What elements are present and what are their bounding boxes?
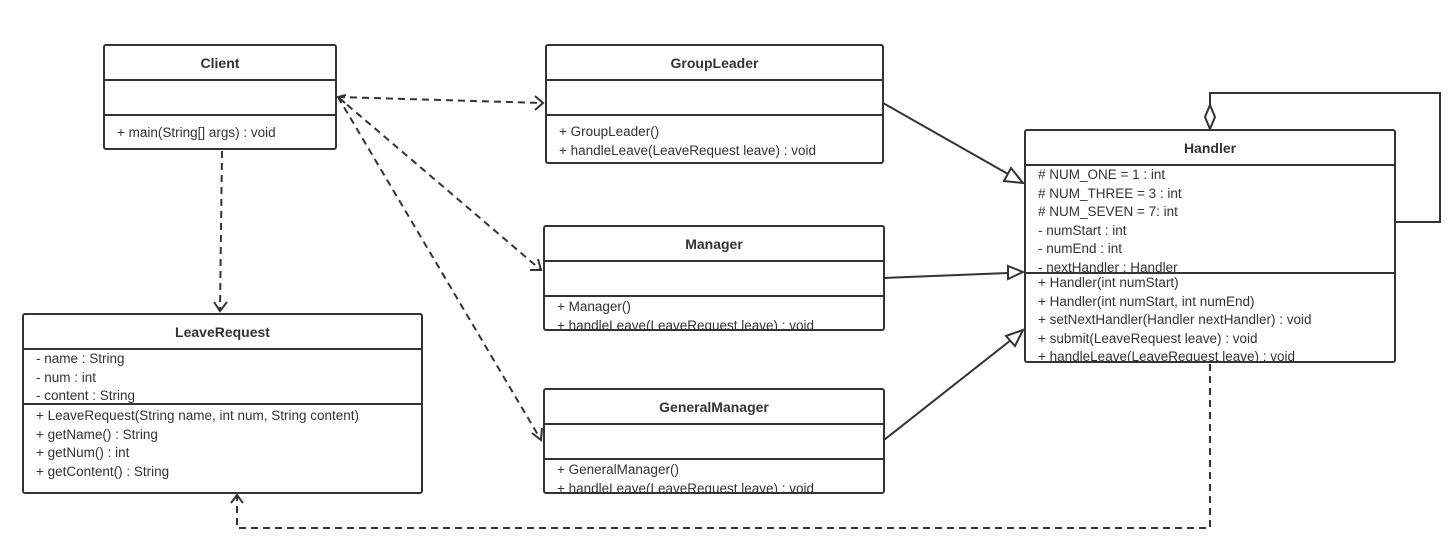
methods: + Handler(int numStart) + Handler(int nu… — [1026, 274, 1394, 361]
attribute: - num : int — [36, 369, 97, 385]
class-generalmanager[interactable]: GeneralManager + GeneralManager() + hand… — [543, 388, 885, 494]
arrowhead-groupleader — [534, 95, 545, 111]
aggregation-diamond-icon — [1203, 102, 1217, 132]
arrowhead-leaverequest — [213, 301, 228, 313]
dep-handler-leaverequest — [236, 364, 1211, 529]
dep-client-manager — [337, 96, 542, 271]
arrowhead-manager — [530, 258, 543, 271]
methods: + GeneralManager() + handleLeave(LeaveRe… — [545, 460, 883, 493]
gen-generalmanager-handler — [883, 339, 1012, 441]
dep-client-leaverequest — [219, 150, 223, 312]
arrowhead-leaverequest-bottom — [230, 493, 244, 504]
attributes: - name : String - num : int - content : … — [24, 350, 421, 405]
method: + submit(LeaveRequest leave) : void — [1038, 330, 1258, 346]
gen-arrowhead-groupleader — [1002, 166, 1026, 185]
method: + handleLeave(LeaveRequest leave) : void — [557, 317, 815, 331]
class-leaverequest[interactable]: LeaveRequest - name : String - num : int… — [22, 313, 423, 494]
attribute: - numEnd : int — [1038, 241, 1123, 256]
class-name: Client — [105, 46, 335, 81]
method: + getName() : String — [36, 426, 158, 442]
method: + getNum() : int — [36, 445, 130, 460]
gen-manager-handler — [883, 272, 1009, 279]
dep-client-generalmanager — [337, 96, 542, 441]
gen-arrowhead-generalmanager — [1004, 328, 1026, 348]
attribute: # NUM_SEVEN = 7: int — [1038, 204, 1178, 219]
attribute: - nextHandler : Handler — [1038, 259, 1178, 274]
attribute: - name : String — [36, 351, 125, 366]
method: + setNextHandler(Handler nextHandler) : … — [1038, 312, 1312, 327]
arrowhead-generalmanager — [531, 427, 543, 442]
gen-groupleader-handler — [882, 102, 1009, 175]
attribute: - numStart : int — [1038, 222, 1127, 238]
class-client[interactable]: Client + main(String[] args) : void — [103, 44, 337, 150]
method: + Handler(int numStart) — [1038, 275, 1179, 290]
attributes: # NUM_ONE = 1 : int # NUM_THREE = 3 : in… — [1026, 166, 1394, 274]
class-handler[interactable]: Handler # NUM_ONE = 1 : int # NUM_THREE … — [1024, 129, 1396, 363]
method: + handleLeave(LeaveRequest leave) : void — [1038, 349, 1296, 361]
class-name: GroupLeader — [547, 46, 882, 81]
class-name: Handler — [1026, 131, 1394, 166]
method: + handleLeave(LeaveRequest leave) : void — [559, 142, 817, 158]
method: + getContent() : String — [36, 463, 170, 479]
attributes — [547, 81, 882, 116]
method: + handleLeave(LeaveRequest leave) : void — [557, 480, 815, 494]
method: + Manager() — [557, 299, 631, 314]
methods: + LeaveRequest(String name, int num, Str… — [24, 405, 421, 493]
attributes — [545, 425, 883, 460]
class-name: GeneralManager — [545, 390, 883, 425]
arrowhead-client — [335, 94, 347, 104]
method: + main(String[] args) : void — [117, 125, 276, 140]
class-manager[interactable]: Manager + Manager() + handleLeave(LeaveR… — [543, 225, 885, 331]
attribute: # NUM_THREE = 3 : int — [1038, 185, 1182, 201]
attribute: # NUM_ONE = 1 : int — [1038, 167, 1166, 182]
methods: + Manager() + handleLeave(LeaveRequest l… — [545, 297, 883, 330]
method: + Handler(int numStart, int numEnd) — [1038, 293, 1255, 309]
class-name: Manager — [545, 227, 883, 262]
gen-arrowhead-manager — [1007, 264, 1026, 281]
class-name: LeaveRequest — [24, 315, 421, 350]
method: + LeaveRequest(String name, int num, Str… — [36, 408, 360, 423]
attributes — [105, 81, 335, 116]
methods: + GroupLeader() + handleLeave(LeaveReque… — [547, 116, 882, 162]
attributes — [545, 262, 883, 297]
attribute: - content : String — [36, 388, 136, 403]
class-groupleader[interactable]: GroupLeader + GroupLeader() + handleLeav… — [545, 44, 884, 164]
methods: + main(String[] args) : void — [105, 116, 335, 151]
method: + GroupLeader() — [559, 124, 660, 139]
method: + GeneralManager() — [557, 462, 679, 477]
aggregation-self — [1209, 92, 1441, 223]
dep-client-groupleader — [337, 96, 544, 104]
